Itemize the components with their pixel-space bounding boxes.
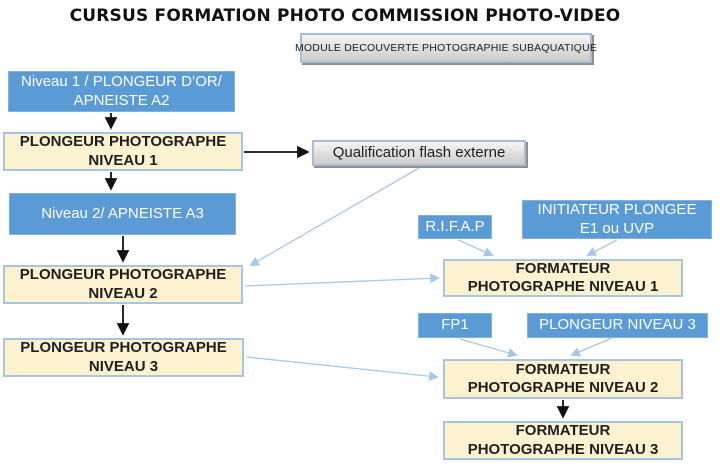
arrow-fp1-to-fpn2	[459, 338, 518, 358]
arrow-plongeur-n3-to-fpn2	[570, 337, 613, 357]
box-qualification-flash-externe: Qualification flash externe	[312, 140, 526, 166]
box-plongeur-photographe-niveau1: PLONGEUR PHOTOGRAPHE NIVEAU 1	[3, 132, 243, 171]
box-formateur-photographe-niveau3: FORMATEUR PHOTOGRAPHE NIVEAU 3	[443, 421, 683, 460]
arrow-initiateur-to-fpn1	[586, 239, 618, 256]
arrow-rifap-to-fpn1	[457, 239, 494, 257]
page-title: CURSUS FORMATION PHOTO COMMISSION PHOTO-…	[69, 6, 621, 26]
box-fp1: FP1	[418, 313, 492, 338]
arrow-qualification-to-pp2	[249, 167, 420, 266]
box-plongeur-niveau3-prereq: PLONGEUR NIVEAU 3	[527, 313, 708, 338]
arrow-pp2-to-fpn1	[244, 273, 440, 287]
box-prereq-niveau1: Niveau 1 / PLONGEUR D’OR/ APNEISTE A2	[8, 71, 235, 112]
box-formateur-photographe-niveau1: FORMATEUR PHOTOGRAPHE NIVEAU 1	[443, 259, 683, 297]
box-plongeur-photographe-niveau2: PLONGEUR PHOTOGRAPHE NIVEAU 2	[3, 265, 243, 304]
box-prereq-niveau2: Niveau 2/ APNEISTE A3	[9, 193, 236, 235]
box-plongeur-photographe-niveau3: PLONGEUR PHOTOGRAPHE NIVEAU 3	[3, 338, 244, 377]
box-formateur-photographe-niveau2: FORMATEUR PHOTOGRAPHE NIVEAU 2	[443, 359, 683, 399]
arrow-pp3-to-fpn2	[245, 356, 439, 382]
module-decouverte-banner: MODULE DECOUVERTE PHOTOGRAPHIE SUBAQUATI…	[295, 33, 597, 63]
box-rifap: R.I.F.A.P	[418, 215, 492, 239]
box-initiateur-plongee: INITIATEUR PLONGEE E1 ou UVP	[522, 200, 712, 239]
